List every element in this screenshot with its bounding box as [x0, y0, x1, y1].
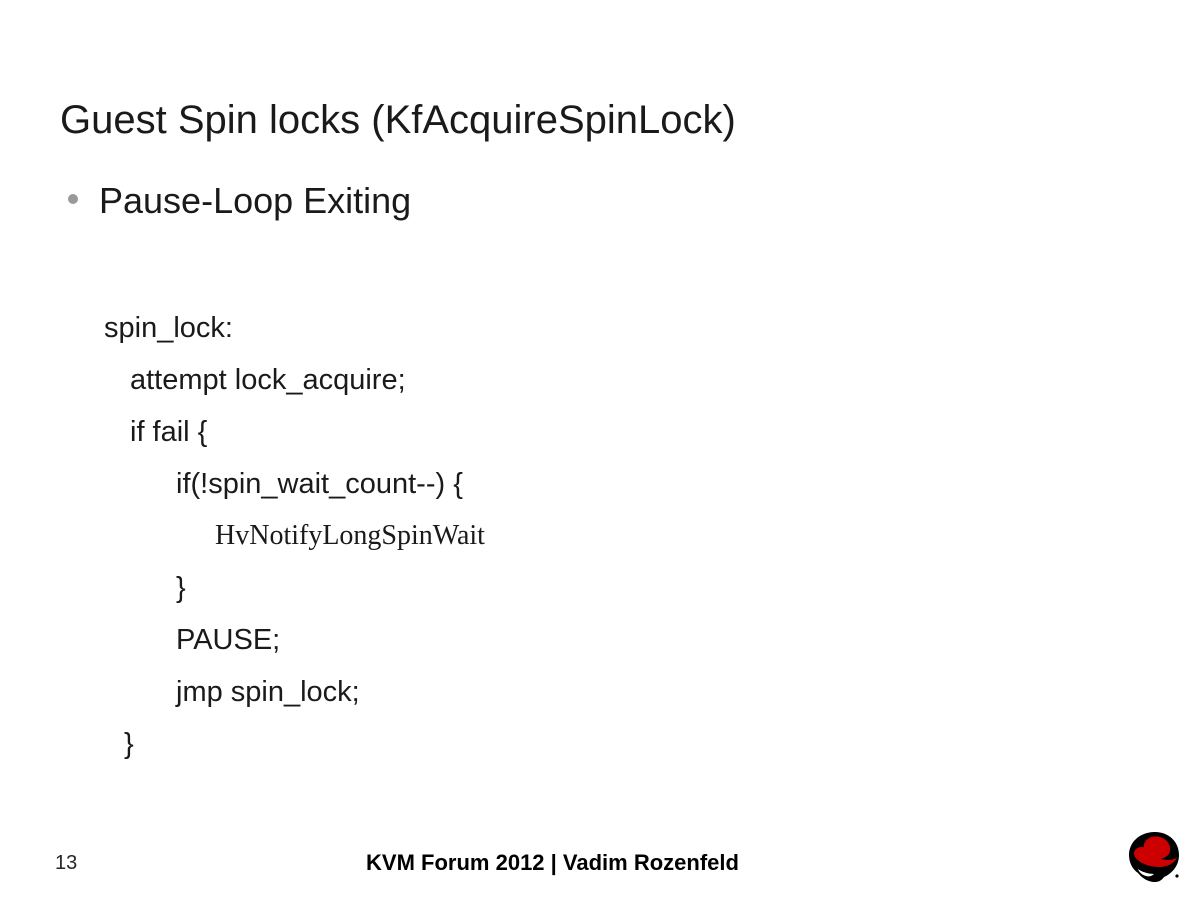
code-block: spin_lock: attempt lock_acquire; if fail… — [104, 302, 485, 770]
code-line: spin_lock: — [104, 312, 233, 344]
code-line: if fail { — [130, 416, 208, 448]
list-item: Pause-Loop Exiting — [68, 178, 411, 223]
bullet-list: Pause-Loop Exiting — [68, 178, 411, 223]
code-line: jmp spin_lock; — [176, 676, 360, 708]
code-line-hypercall: HvNotifyLongSpinWait — [215, 520, 485, 551]
page-title: Guest Spin locks (KfAcquireSpinLock) — [60, 97, 736, 142]
code-line: } — [176, 572, 186, 604]
code-line: if(!spin_wait_count--) { — [176, 468, 463, 500]
bullet-item-label: Pause-Loop Exiting — [99, 180, 412, 221]
slide-footer: 13 KVM Forum 2012 | Vadim Rozenfeld — [0, 848, 1200, 884]
footer-title: KVM Forum 2012 | Vadim Rozenfeld — [366, 850, 739, 875]
code-line: PAUSE; — [176, 624, 281, 656]
code-line: } — [124, 728, 134, 760]
code-line: attempt lock_acquire; — [130, 364, 406, 396]
bullet-dot-icon — [68, 194, 78, 204]
slide-number: 13 — [55, 852, 78, 874]
red-hat-shadowman-logo-icon — [1124, 828, 1186, 886]
